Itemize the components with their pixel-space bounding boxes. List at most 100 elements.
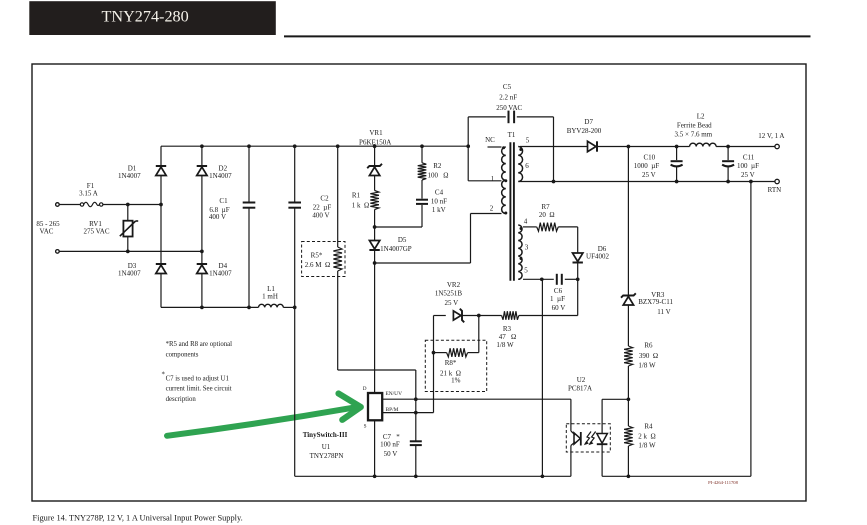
svg-text:1/8 W: 1/8 W bbox=[638, 362, 656, 370]
svg-text:400 V: 400 V bbox=[209, 213, 226, 221]
svg-text:R6: R6 bbox=[644, 342, 653, 350]
svg-text:EN/UV: EN/UV bbox=[386, 391, 403, 397]
svg-text:R1: R1 bbox=[352, 192, 361, 200]
svg-text:25 V: 25 V bbox=[642, 171, 656, 179]
svg-text:C4: C4 bbox=[435, 188, 444, 196]
svg-text:description: description bbox=[166, 396, 197, 403]
svg-text:21 k Ω: 21 k Ω bbox=[440, 370, 461, 378]
svg-text:1: 1 bbox=[491, 175, 495, 183]
svg-text:D3: D3 bbox=[128, 262, 137, 270]
svg-text:D: D bbox=[363, 386, 367, 392]
svg-text:BYV28-200: BYV28-200 bbox=[567, 127, 602, 135]
svg-text:1/8 W: 1/8 W bbox=[638, 442, 656, 450]
svg-text:L1: L1 bbox=[267, 285, 275, 293]
svg-text:3: 3 bbox=[525, 244, 529, 252]
svg-text:5: 5 bbox=[524, 267, 528, 275]
svg-text:1/8 W: 1/8 W bbox=[496, 341, 514, 349]
svg-text:components: components bbox=[166, 351, 199, 358]
svg-text:1N4007GP: 1N4007GP bbox=[380, 245, 412, 253]
svg-text:R7: R7 bbox=[542, 203, 551, 211]
svg-text:RTN: RTN bbox=[768, 186, 782, 194]
svg-text:12 V, 1 A: 12 V, 1 A bbox=[758, 132, 784, 140]
svg-text:R4: R4 bbox=[644, 423, 653, 431]
svg-text:TNY278PN: TNY278PN bbox=[310, 452, 344, 460]
svg-text:10 nF: 10 nF bbox=[431, 197, 447, 205]
svg-text:Ferrite Bead: Ferrite Bead bbox=[677, 122, 712, 130]
svg-text:1N4007: 1N4007 bbox=[118, 269, 141, 277]
svg-text:4: 4 bbox=[524, 217, 528, 225]
svg-text:C7 *: C7 * bbox=[383, 433, 400, 441]
svg-text:50 V: 50 V bbox=[384, 450, 398, 458]
svg-text:C10: C10 bbox=[643, 154, 655, 162]
svg-text:100 µF: 100 µF bbox=[737, 162, 759, 170]
svg-text:C5: C5 bbox=[503, 83, 512, 91]
svg-text:R2: R2 bbox=[433, 162, 442, 170]
svg-text:22 µF: 22 µF bbox=[313, 204, 332, 212]
svg-text:NC: NC bbox=[485, 136, 495, 144]
svg-text:1000 µF: 1000 µF bbox=[634, 162, 660, 170]
svg-text:U1: U1 bbox=[322, 443, 331, 451]
svg-text:1 µF: 1 µF bbox=[550, 295, 565, 303]
svg-text:390 Ω: 390 Ω bbox=[639, 352, 658, 360]
svg-text:VAC: VAC bbox=[40, 227, 54, 235]
svg-text:25 V: 25 V bbox=[444, 299, 458, 307]
svg-text:275 VAC: 275 VAC bbox=[83, 227, 109, 235]
svg-text:VR2: VR2 bbox=[447, 281, 461, 289]
svg-text:2 k Ω: 2 k Ω bbox=[638, 433, 655, 441]
svg-text:BZX79-C11: BZX79-C11 bbox=[638, 298, 673, 306]
svg-text:100 nF: 100 nF bbox=[380, 441, 400, 449]
svg-text:3.5 × 7.6 mm: 3.5 × 7.6 mm bbox=[675, 130, 713, 138]
svg-text:C7 is used to adjust U1: C7 is used to adjust U1 bbox=[166, 375, 229, 382]
svg-text:TNY274-280: TNY274-280 bbox=[102, 7, 189, 25]
svg-text:85 - 265: 85 - 265 bbox=[36, 220, 60, 228]
svg-text:25 V: 25 V bbox=[741, 171, 755, 179]
svg-text:1N4007: 1N4007 bbox=[118, 172, 141, 180]
svg-text:PI-4264-111708: PI-4264-111708 bbox=[708, 480, 738, 485]
svg-text:*: * bbox=[162, 372, 166, 379]
svg-text:UF4002: UF4002 bbox=[586, 252, 609, 260]
svg-text:VR3: VR3 bbox=[651, 291, 665, 299]
svg-text:2.6 M Ω: 2.6 M Ω bbox=[305, 261, 330, 269]
svg-text:PC817A: PC817A bbox=[568, 385, 592, 393]
svg-text:R8*: R8* bbox=[445, 359, 457, 367]
svg-text:C6: C6 bbox=[554, 287, 563, 295]
svg-text:1N5251B: 1N5251B bbox=[435, 290, 463, 298]
svg-text:BP/M: BP/M bbox=[386, 407, 399, 413]
svg-text:F1: F1 bbox=[87, 182, 95, 190]
svg-text:S: S bbox=[364, 424, 367, 430]
svg-text:250 VAC: 250 VAC bbox=[496, 104, 522, 112]
svg-text:6.8 µF: 6.8 µF bbox=[209, 206, 229, 214]
svg-text:400 V: 400 V bbox=[312, 211, 329, 219]
svg-text:D4: D4 bbox=[219, 262, 228, 270]
svg-text:11 V: 11 V bbox=[657, 308, 670, 316]
svg-text:1 k Ω: 1 k Ω bbox=[352, 201, 369, 209]
svg-text:P6KE150A: P6KE150A bbox=[359, 139, 391, 147]
svg-text:VR1: VR1 bbox=[369, 129, 383, 137]
svg-text:current limit. See circuit: current limit. See circuit bbox=[166, 386, 232, 393]
svg-text:47 Ω: 47 Ω bbox=[499, 333, 516, 341]
svg-text:R3: R3 bbox=[503, 325, 512, 333]
svg-text:D1: D1 bbox=[128, 164, 137, 172]
svg-text:C1: C1 bbox=[219, 197, 228, 205]
svg-text:6: 6 bbox=[525, 162, 529, 170]
svg-text:2: 2 bbox=[490, 205, 494, 213]
svg-text:C2: C2 bbox=[320, 194, 329, 202]
svg-text:20 Ω: 20 Ω bbox=[539, 211, 555, 219]
svg-text:D6: D6 bbox=[598, 245, 607, 253]
svg-text:L2: L2 bbox=[697, 112, 705, 120]
svg-text:1N4007: 1N4007 bbox=[209, 172, 232, 180]
svg-text:*R5 and R8 are optional: *R5 and R8 are optional bbox=[166, 341, 233, 348]
svg-text:D5: D5 bbox=[398, 236, 407, 244]
svg-text:U2: U2 bbox=[577, 376, 586, 384]
svg-text:D7: D7 bbox=[584, 118, 593, 126]
svg-text:3.15 A: 3.15 A bbox=[79, 190, 98, 198]
svg-text:1%: 1% bbox=[451, 377, 461, 385]
svg-text:T1: T1 bbox=[508, 131, 516, 139]
svg-text:1N4007: 1N4007 bbox=[209, 269, 232, 277]
svg-text:1 kV: 1 kV bbox=[432, 206, 446, 214]
svg-text:2.2 nF: 2.2 nF bbox=[499, 94, 517, 102]
svg-text:TinySwitch-III: TinySwitch-III bbox=[303, 431, 348, 439]
svg-text:100 Ω: 100 Ω bbox=[428, 171, 449, 179]
svg-text:R5*: R5* bbox=[311, 251, 323, 259]
svg-text:1 mH: 1 mH bbox=[262, 292, 278, 300]
